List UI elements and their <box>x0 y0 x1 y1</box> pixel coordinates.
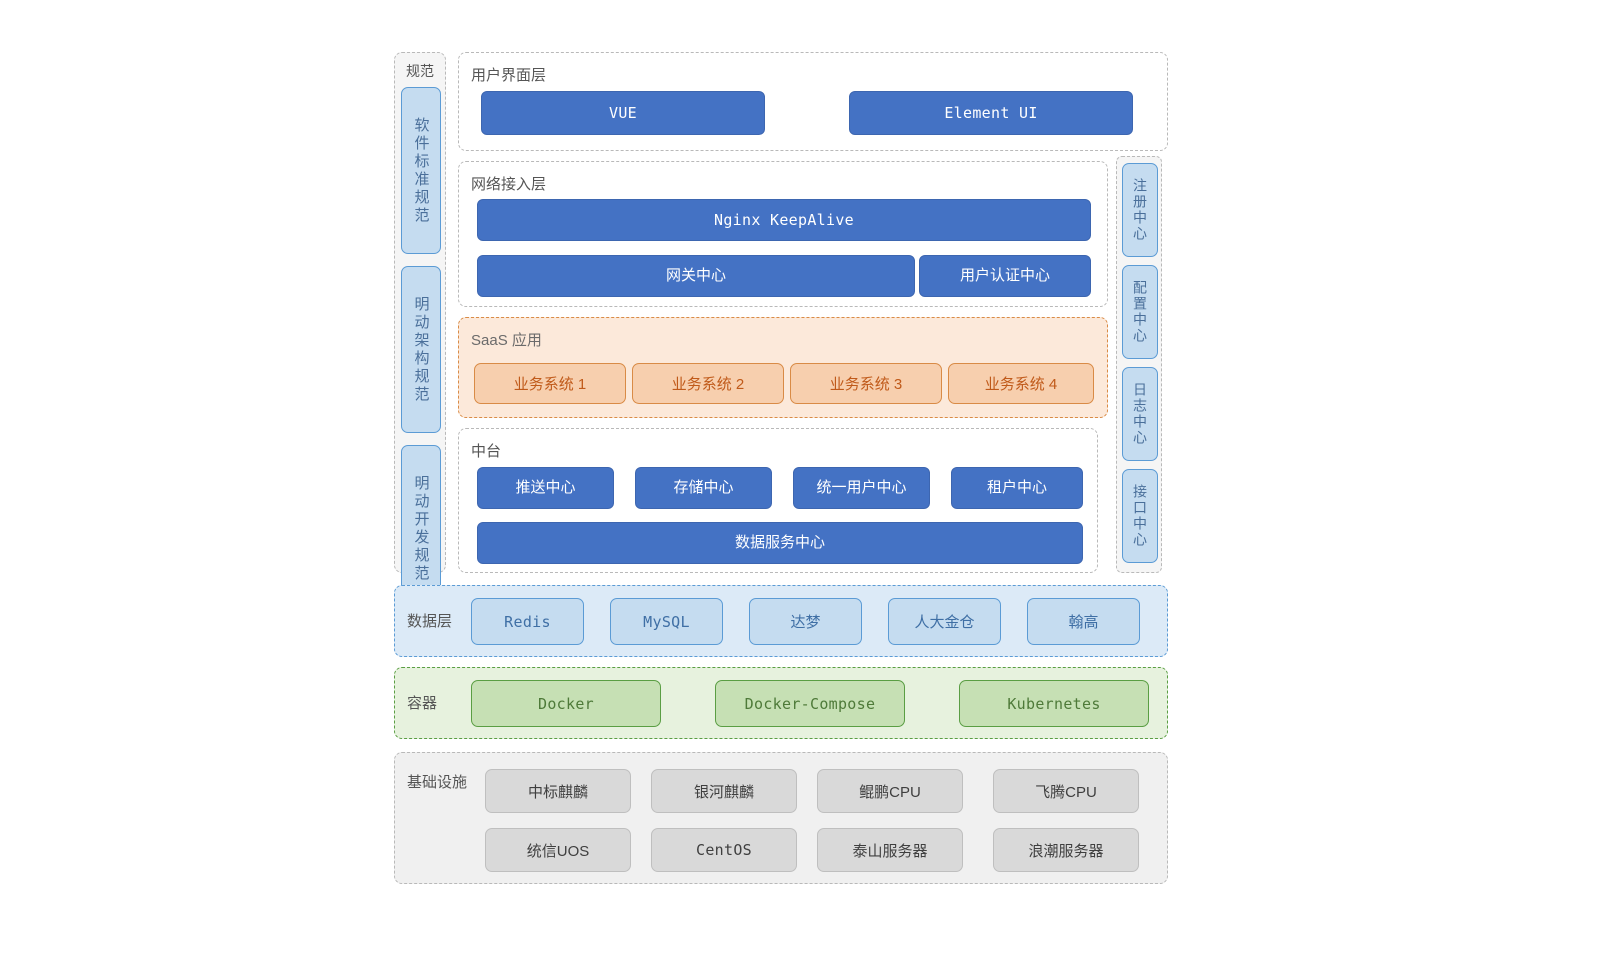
network-layer-label: 网络接入层 <box>471 176 547 193</box>
mid-box-unified-user-center[interactable]: 统一用户中心 <box>793 467 930 509</box>
infra-box-feiteng-cpu[interactable]: 飞腾CPU <box>993 769 1139 813</box>
mid-box-push-center[interactable]: 推送中心 <box>477 467 614 509</box>
spec-rail-title: 规范 <box>406 63 434 79</box>
ui-box-element-ui[interactable]: Element UI <box>849 91 1133 135</box>
infra-box-kunpeng-cpu[interactable]: 鲲鹏CPU <box>817 769 963 813</box>
network-layer-group: 网络接入层 Nginx KeepAlive 网关中心 用户认证中心 <box>458 161 1108 307</box>
center-item-interface[interactable]: 接口中心 <box>1122 469 1158 563</box>
container-box-kubernetes[interactable]: Kubernetes <box>959 680 1149 727</box>
mid-box-tenant-center[interactable]: 租户中心 <box>951 467 1083 509</box>
infra-layer-label: 基础设施 <box>407 774 468 791</box>
network-box-gateway-center[interactable]: 网关中心 <box>477 255 915 297</box>
middle-platform-group: 中台 推送中心 存储中心 统一用户中心 租户中心 数据服务中心 <box>458 428 1098 573</box>
center-item-registry[interactable]: 注册中心 <box>1122 163 1158 257</box>
data-layer-group: 数据层 Redis MySQL 达梦 人大金仓 翰高 <box>394 585 1168 657</box>
spec-item-architecture-standard[interactable]: 明动架构规范 <box>401 266 441 433</box>
saas-box-business-system-2[interactable]: 业务系统 2 <box>632 363 784 404</box>
infra-box-uos[interactable]: 统信UOS <box>485 828 631 872</box>
data-box-redis[interactable]: Redis <box>471 598 584 645</box>
ui-box-vue[interactable]: VUE <box>481 91 765 135</box>
saas-layer-label: SaaS 应用 <box>471 332 542 349</box>
data-box-highgo[interactable]: 翰高 <box>1027 598 1140 645</box>
container-box-docker[interactable]: Docker <box>471 680 661 727</box>
container-layer-group: 容器 Docker Docker-Compose Kubernetes <box>394 667 1168 739</box>
data-box-dameng[interactable]: 达梦 <box>749 598 862 645</box>
saas-layer-group: SaaS 应用 业务系统 1 业务系统 2 业务系统 3 业务系统 4 <box>458 317 1108 418</box>
ui-layer-label: 用户界面层 <box>471 67 547 84</box>
saas-box-business-system-3[interactable]: 业务系统 3 <box>790 363 942 404</box>
spec-item-software-standard[interactable]: 软件标准规范 <box>401 87 441 254</box>
saas-box-business-system-4[interactable]: 业务系统 4 <box>948 363 1094 404</box>
center-item-log[interactable]: 日志中心 <box>1122 367 1158 461</box>
infra-box-taishan-server[interactable]: 泰山服务器 <box>817 828 963 872</box>
spec-item-development-standard[interactable]: 明动开发规范 <box>401 445 441 612</box>
center-rail: 注册中心 配置中心 日志中心 接口中心 <box>1116 156 1162 573</box>
container-box-docker-compose[interactable]: Docker-Compose <box>715 680 905 727</box>
mid-box-storage-center[interactable]: 存储中心 <box>635 467 772 509</box>
infra-box-inspur-server[interactable]: 浪潮服务器 <box>993 828 1139 872</box>
mid-box-data-service-center[interactable]: 数据服务中心 <box>477 522 1083 564</box>
spec-rail: 规范 软件标准规范 明动架构规范 明动开发规范 <box>394 52 446 612</box>
network-box-user-auth-center[interactable]: 用户认证中心 <box>919 255 1091 297</box>
data-layer-label: 数据层 <box>407 613 453 630</box>
infra-box-galaxy-kylin[interactable]: 银河麒麟 <box>651 769 797 813</box>
saas-box-business-system-1[interactable]: 业务系统 1 <box>474 363 626 404</box>
infra-box-centos[interactable]: CentOS <box>651 828 797 872</box>
data-box-kingbase[interactable]: 人大金仓 <box>888 598 1001 645</box>
infra-layer-group: 基础设施 中标麒麟 银河麒麟 鲲鹏CPU 飞腾CPU 统信UOS CentOS … <box>394 752 1168 884</box>
container-layer-label: 容器 <box>407 695 438 712</box>
middle-platform-label: 中台 <box>471 443 502 460</box>
network-box-nginx-keepalive[interactable]: Nginx KeepAlive <box>477 199 1091 241</box>
ui-layer-group: 用户界面层 VUE Element UI <box>458 52 1168 151</box>
center-item-config[interactable]: 配置中心 <box>1122 265 1158 359</box>
data-box-mysql[interactable]: MySQL <box>610 598 723 645</box>
infra-box-zhongbiao-kylin[interactable]: 中标麒麟 <box>485 769 631 813</box>
